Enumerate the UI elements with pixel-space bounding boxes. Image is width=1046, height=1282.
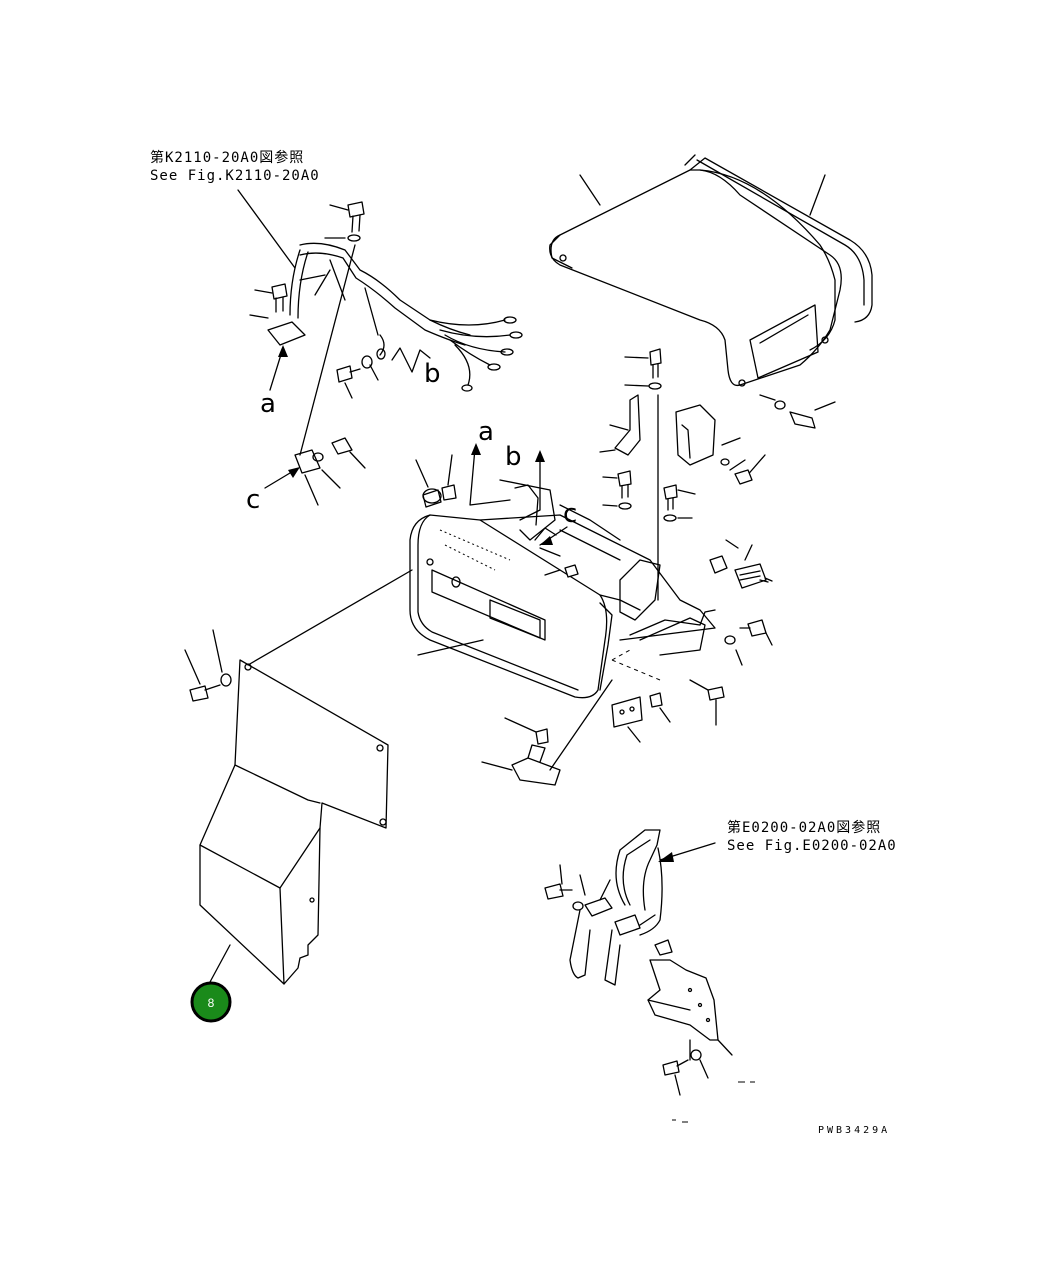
lower-fasteners [611, 619, 773, 743]
letter-c-upper: c [246, 485, 260, 515]
connection-arrows: a b c a b c [246, 345, 577, 546]
side-panel [184, 569, 413, 985]
wiring-harness [237, 189, 523, 392]
top-cover [549, 154, 873, 429]
reference-2-en: See Fig.E0200-02A0 [727, 838, 897, 854]
letter-c-lower: c [563, 499, 577, 529]
letter-a-lower: a [478, 417, 494, 447]
letter-a-upper: a [260, 389, 276, 419]
bracket-assembly [599, 348, 773, 601]
letter-b-upper: b [424, 359, 441, 389]
badge-circle [190, 981, 232, 1023]
letter-b-lower: b [505, 442, 522, 472]
badge-number: 8 [208, 996, 215, 1010]
reference-1-en: See Fig.K2110-20A0 [150, 168, 320, 184]
base-bracket [481, 679, 613, 786]
lever-assembly [544, 829, 755, 1123]
console-frame [409, 454, 716, 699]
part-number-badge-8[interactable]: 8 [190, 981, 232, 1023]
reference-1-jp: 第K2110-20A0図参照 [150, 149, 304, 166]
reference-2-jp: 第E0200-02A0図参照 [727, 819, 881, 836]
drawing-code: PWB3429A [818, 1125, 890, 1136]
bolt-group-harness [249, 201, 431, 506]
